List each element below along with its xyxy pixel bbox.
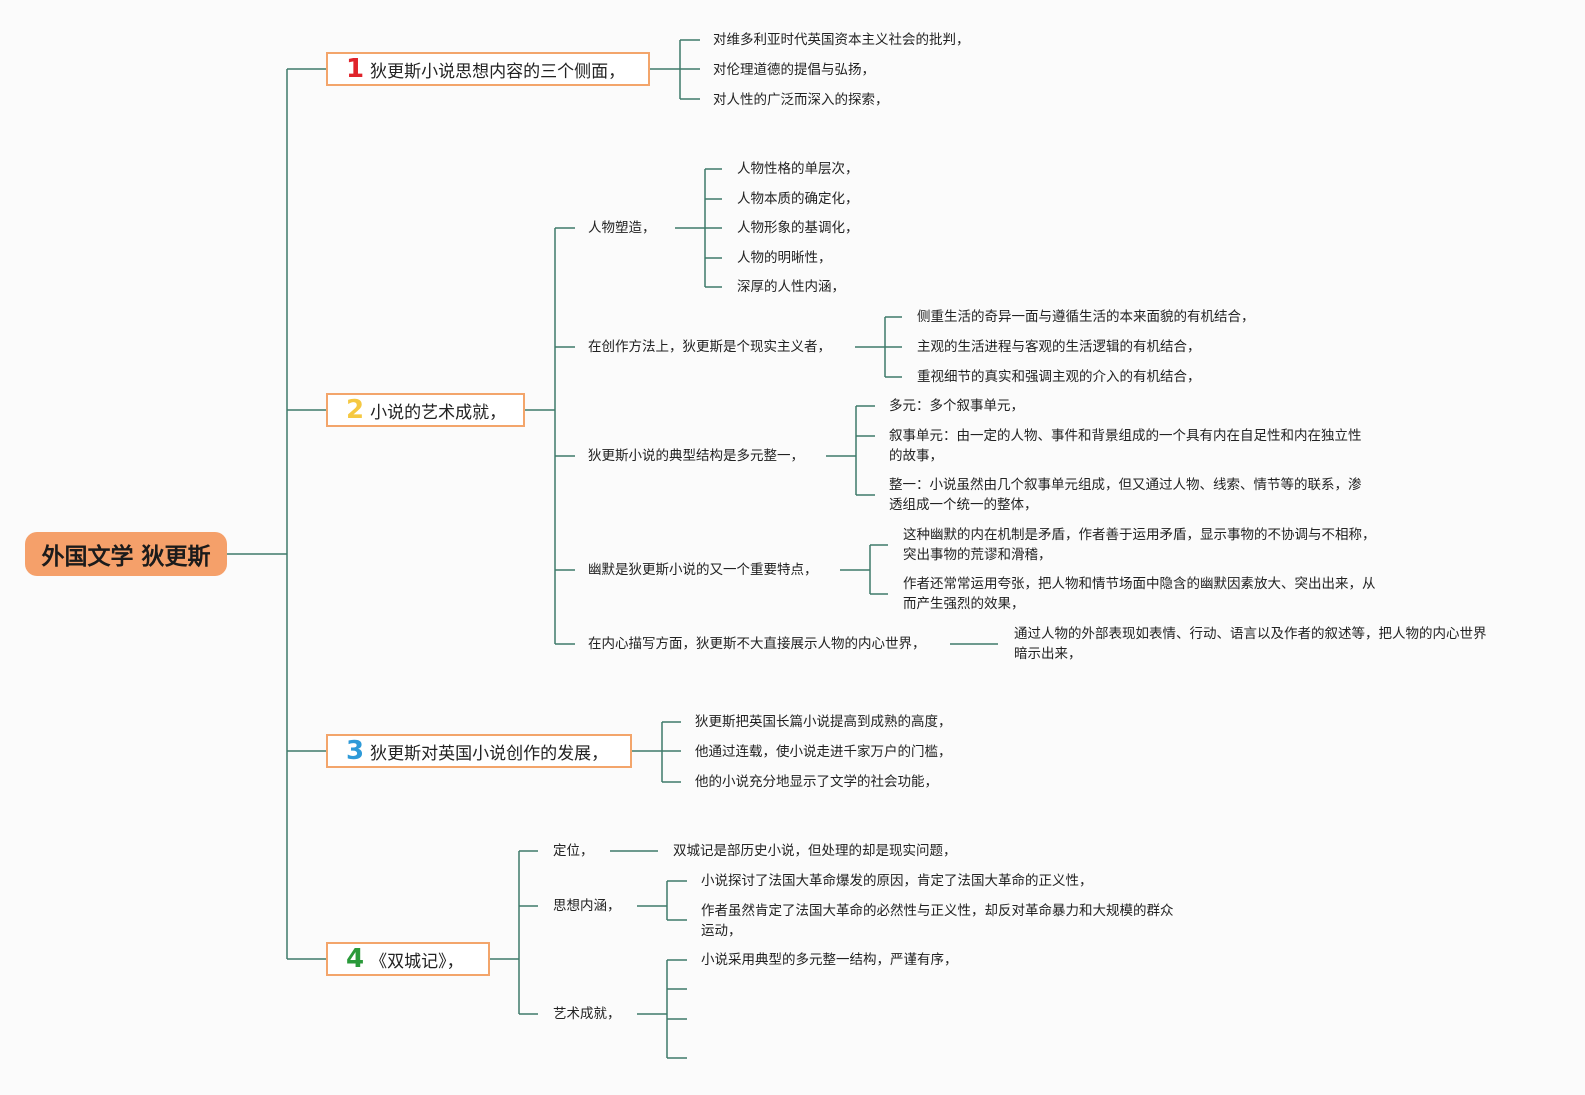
inner-topic[interactable]: 在内心描写方面，狄更斯不大直接展示人物的内心世界， [588,636,926,652]
humor-topic[interactable]: 幽默是狄更斯小说的又一个重要特点， [588,562,818,578]
structure-item[interactable]: 叙事单元：由一定的人物、事件和背景组成的一个具有内在自足性和内在独立性 的故事， [889,426,1362,466]
position-topic[interactable]: 定位， [553,843,594,859]
branch-1-label: 狄更斯小说思想内容的三个侧面， [370,61,626,82]
method-topic[interactable]: 在创作方法上，狄更斯是个现实主义者， [588,339,831,355]
characters-topic[interactable]: 人物塑造， [588,220,656,236]
branch-1-item[interactable]: 对伦理道德的提倡与弘扬， [713,62,875,78]
branch-4-label: 《双城记》， [370,951,464,972]
branch-3-item[interactable]: 狄更斯把英国长篇小说提高到成熟的高度， [695,714,952,730]
text-line: 通过人物的外部表现如表情、行动、语言以及作者的叙述等，把人物的内心世界 [1014,626,1487,642]
structure-item[interactable]: 多元：多个叙事单元， [889,396,1024,416]
branch-3-topic[interactable]: 3 狄更斯对英国小说创作的发展， [326,734,632,768]
text-line: 的故事， [889,448,943,464]
characters-item[interactable]: 深厚的人性内涵， [737,279,845,295]
number-3-badge: 3 [346,736,365,766]
humor-item[interactable]: 作者还常常运用夸张，把人物和情节场面中隐含的幽默因素放大、突出出来，从 而产生强… [903,574,1376,614]
position-detail[interactable]: 双城记是部历史小说，但处理的却是现实问题， [673,843,957,859]
number-2-badge: 2 [346,395,365,425]
theme-item[interactable]: 作者虽然肯定了法国大革命的必然性与正义性，却反对革命暴力和大规模的群众 运动， [701,901,1174,941]
text-line: 整一：小说虽然由几个叙事单元组成，但又通过人物、线索、情节等的联系，渗 [889,477,1362,493]
text-line: 突出事物的荒谬和滑稽， [903,547,1052,563]
method-item[interactable]: 主观的生活进程与客观的生活逻辑的有机结合， [917,339,1201,355]
structure-topic[interactable]: 狄更斯小说的典型结构是多元整一， [588,448,804,464]
theme-topic[interactable]: 思想内涵， [553,898,621,914]
text-line: 透组成一个统一的整体， [889,497,1038,513]
text-line: 运动， [701,923,742,939]
characters-item[interactable]: 人物的明晰性， [737,250,832,266]
method-item[interactable]: 侧重生活的奇异一面与遵循生活的本来面貌的有机结合， [917,309,1255,325]
characters-item[interactable]: 人物本质的确定化， [737,191,859,207]
text-line: 暗示出来， [1014,646,1082,662]
branch-4-topic[interactable]: 4 《双城记》， [326,942,490,976]
text-line: 作者还常常运用夸张，把人物和情节场面中隐含的幽默因素放大、突出出来，从 [903,576,1376,592]
branch-1-item[interactable]: 对人性的广泛而深入的探索， [713,92,889,108]
text-line: 而产生强烈的效果， [903,596,1025,612]
branch-2-topic[interactable]: 2 小说的艺术成就， [326,393,525,427]
text-line: 小说探讨了法国大革命爆发的原因，肯定了法国大革命的正义性， [701,873,1093,889]
branch-3-label: 狄更斯对英国小说创作的发展， [370,743,609,764]
text-line: 叙事单元：由一定的人物、事件和背景组成的一个具有内在自足性和内在独立性 [889,428,1362,444]
characters-item[interactable]: 人物形象的基调化， [737,220,859,236]
branch-3-item[interactable]: 他的小说充分地显示了文学的社会功能， [695,774,938,790]
number-1-badge: 1 [346,54,365,84]
method-item[interactable]: 重视细节的真实和强调主观的介入的有机结合， [917,369,1201,385]
branch-1-item[interactable]: 对维多利亚时代英国资本主义社会的批判， [713,32,970,48]
root-topic[interactable]: 外国文学 狄更斯 [25,532,227,576]
text-line: 多元：多个叙事单元， [889,398,1024,414]
number-4-badge: 4 [346,944,365,974]
humor-item[interactable]: 这种幽默的内在机制是矛盾，作者善于运用矛盾，显示事物的不协调与不相称， 突出事物… [903,525,1376,565]
art-item[interactable]: 小说采用典型的多元整一结构，严谨有序， [701,952,958,968]
text-line: 这种幽默的内在机制是矛盾，作者善于运用矛盾，显示事物的不协调与不相称， [903,527,1376,543]
art-topic[interactable]: 艺术成就， [553,1006,621,1022]
branch-1-topic[interactable]: 1 狄更斯小说思想内容的三个侧面， [326,52,650,86]
inner-detail[interactable]: 通过人物的外部表现如表情、行动、语言以及作者的叙述等，把人物的内心世界 暗示出来… [1014,624,1487,664]
characters-item[interactable]: 人物性格的单层次， [737,161,859,177]
branch-3-item[interactable]: 他通过连载，使小说走进千家万户的门槛， [695,744,952,760]
structure-item[interactable]: 整一：小说虽然由几个叙事单元组成，但又通过人物、线索、情节等的联系，渗 透组成一… [889,475,1362,515]
branch-2-label: 小说的艺术成就， [370,402,507,423]
theme-item[interactable]: 小说探讨了法国大革命爆发的原因，肯定了法国大革命的正义性， [701,871,1093,891]
text-line: 作者虽然肯定了法国大革命的必然性与正义性，却反对革命暴力和大规模的群众 [701,903,1174,919]
